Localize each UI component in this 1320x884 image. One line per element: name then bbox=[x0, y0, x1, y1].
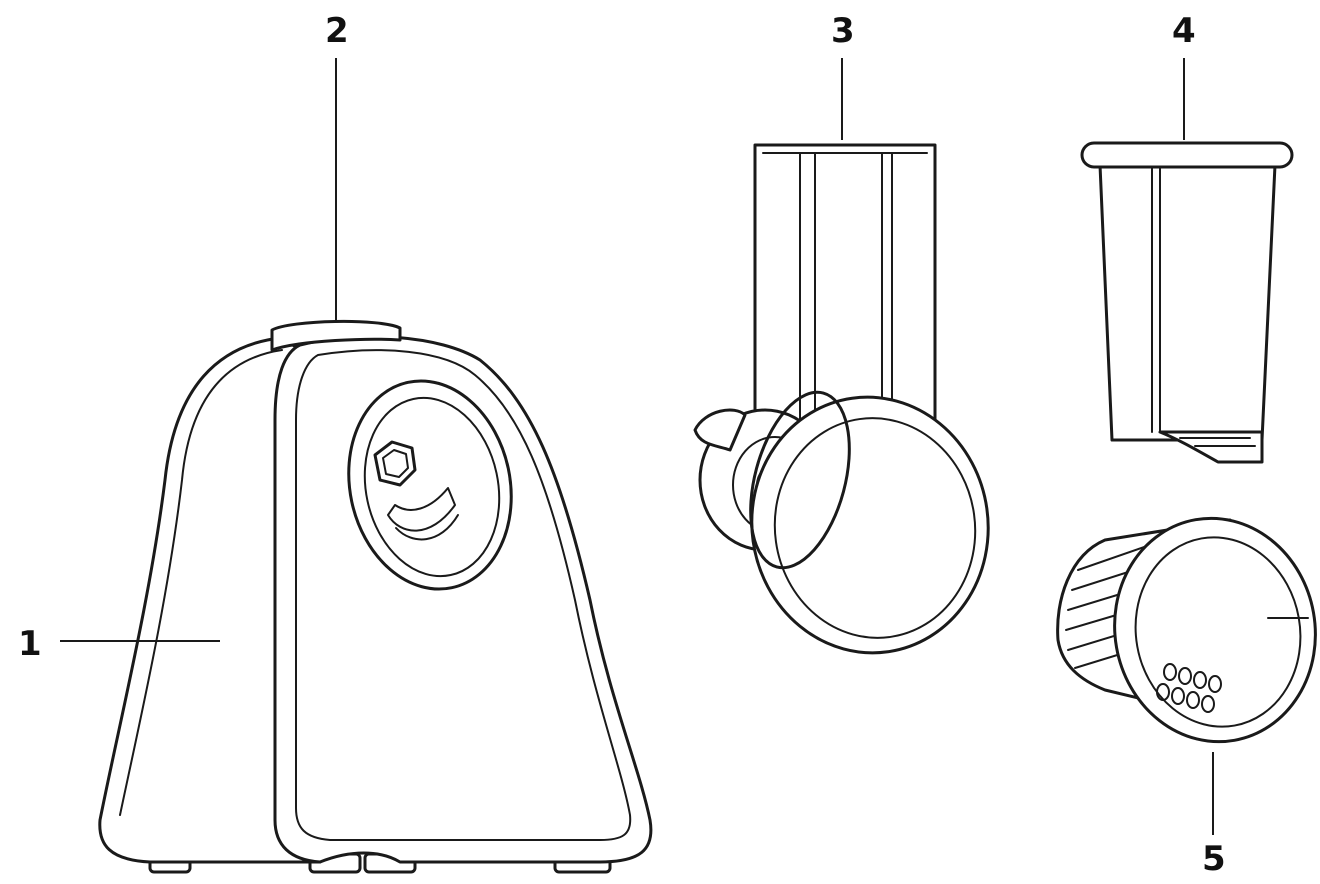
drum-front-ring-inner bbox=[773, 417, 977, 639]
grating-hole bbox=[1163, 663, 1177, 681]
base-body-front-contour bbox=[295, 349, 632, 841]
callout-label-4: 4 bbox=[1172, 11, 1196, 51]
grating-hole bbox=[1201, 695, 1215, 713]
pusher-body bbox=[1098, 163, 1277, 442]
drum-lock-knob bbox=[693, 408, 747, 452]
attachment-socket-inner bbox=[363, 396, 501, 578]
top-push-button bbox=[270, 319, 402, 352]
bayonet-slot-edge bbox=[395, 514, 459, 541]
food-pusher bbox=[1080, 141, 1294, 464]
drum-front-ring-outer bbox=[750, 395, 990, 655]
attachment-socket-outer bbox=[347, 379, 513, 591]
grating-hole bbox=[1178, 667, 1192, 685]
grating-hole bbox=[1156, 683, 1170, 701]
drum-rim-side bbox=[749, 390, 851, 570]
grating-line-1 bbox=[1077, 544, 1151, 571]
callout-label-5: 5 bbox=[1202, 839, 1226, 879]
bayonet-slot bbox=[387, 487, 456, 532]
drive-shaft-inner bbox=[382, 449, 409, 478]
base-body-back-contour bbox=[119, 349, 283, 816]
grating-holes bbox=[1156, 663, 1222, 713]
grating-drum bbox=[1056, 516, 1317, 744]
base-body-back bbox=[98, 336, 322, 864]
grating-hole bbox=[1171, 687, 1185, 705]
callout-label-2: 2 bbox=[325, 11, 349, 51]
callout-label-1: 1 bbox=[18, 624, 42, 664]
callout-label-3: 3 bbox=[831, 11, 855, 51]
drum-housing bbox=[693, 143, 990, 655]
grating-drum-rim-outer bbox=[1113, 516, 1317, 744]
feed-chute bbox=[753, 143, 937, 432]
grating-hole bbox=[1208, 675, 1222, 693]
grating-hole bbox=[1193, 671, 1207, 689]
motor-base-unit bbox=[98, 319, 653, 874]
grating-hole bbox=[1186, 691, 1200, 709]
pusher-top-cap bbox=[1080, 141, 1294, 169]
